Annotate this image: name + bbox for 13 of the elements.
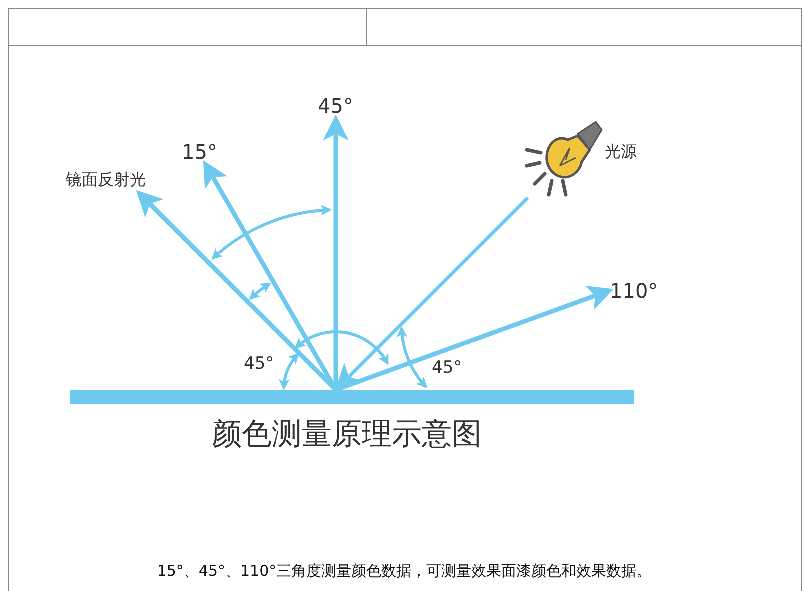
diagram-title: 颜色测量原理示意图 — [212, 420, 482, 450]
angle-label: 45° — [318, 94, 354, 118]
light-source-label: 光源 — [605, 144, 637, 160]
ray-label: 镜面反射光 — [66, 168, 146, 192]
angle-label: 45° — [432, 360, 462, 377]
angle-label: 15° — [182, 140, 218, 164]
light-ray-arrow — [335, 286, 614, 392]
light-ray-arrow — [323, 114, 349, 390]
sample-surface-bar — [70, 390, 634, 404]
angle-label: 45° — [244, 356, 274, 373]
caption: 15°、45°、110°三角度测量颜色数据，可测量效果面漆颜色和效果数据。 — [156, 564, 653, 579]
light-bulb-icon — [525, 120, 603, 197]
angle-label: 110° — [610, 278, 658, 304]
